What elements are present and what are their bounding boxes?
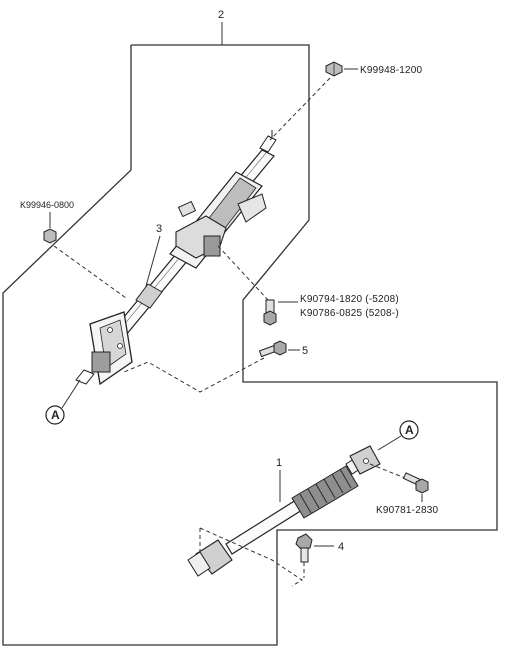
- callout-2: 2: [218, 9, 224, 21]
- upper-bracket-bolt: [263, 299, 277, 326]
- tilt-lever: [237, 193, 267, 223]
- bellows-boot: [291, 465, 359, 519]
- lower-joint-yoke: [187, 551, 211, 577]
- bracket-tab: [177, 200, 197, 218]
- column-lower-shaft: [75, 369, 95, 385]
- top-nut-dashed-line: [269, 77, 331, 141]
- upper-steering-column: [75, 130, 277, 386]
- ref-a-left-leader: [61, 379, 81, 409]
- left-nut-dashed-line: [53, 245, 127, 299]
- column-lower-collar: [135, 283, 163, 309]
- ref-marker-a-left: [45, 405, 65, 425]
- bracket-block: [203, 235, 221, 257]
- callout-5: 5: [302, 345, 308, 357]
- flange-hole: [117, 343, 123, 349]
- ref-marker-a-right: [399, 420, 419, 440]
- top-nut: [325, 61, 343, 77]
- column-shaft-tip: [259, 135, 277, 153]
- flange-bolt-dashed-line: [123, 357, 265, 393]
- bellows-ridges: [299, 468, 352, 514]
- flange-boss: [91, 351, 111, 373]
- part-code-left-nut: K99946-0800: [20, 200, 74, 210]
- ref-marker-a-right-label: A: [405, 423, 414, 437]
- lower-joint-bolt: [295, 533, 313, 563]
- part-code-top-nut: K99948-1200: [360, 65, 422, 76]
- ref-marker-a-left-label: A: [51, 408, 60, 422]
- part-code-upper-bolt-a: K90794-1820 (-5208): [300, 294, 399, 305]
- part-code-joint-bolt: K90781-2830: [376, 505, 438, 516]
- lower-joint-dashed-bracket: [199, 527, 303, 587]
- callout-3: 3: [156, 223, 162, 235]
- callout-1: 1: [276, 457, 282, 469]
- joint-bolt-dashed-line: [369, 463, 411, 481]
- upper-bolt-dashed-line: [217, 245, 269, 301]
- assembly-boundary-outline: [2, 44, 498, 646]
- callout-4: 4: [338, 541, 344, 553]
- part-code-upper-bolt-b: K90786-0825 (5208-): [300, 308, 399, 319]
- left-nut: [43, 228, 57, 244]
- joint-bolt-hole: [363, 458, 369, 464]
- flange-bolt: [258, 340, 287, 358]
- intermediate-shaft-bar: [225, 499, 303, 555]
- intermediate-shaft: [187, 445, 381, 577]
- ref-a-right-leader: [377, 435, 402, 451]
- callout-3-leader: [145, 235, 161, 287]
- joint-bolt: [402, 472, 429, 494]
- flange-hole: [107, 327, 113, 333]
